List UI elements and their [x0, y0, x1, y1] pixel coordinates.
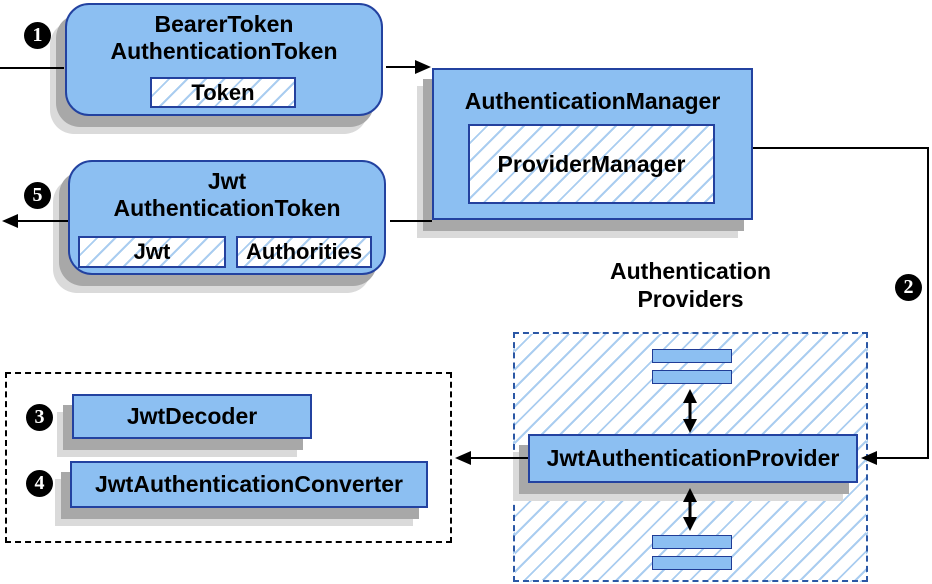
jwt-authentication-provider-label: JwtAuthenticationProvider	[546, 445, 840, 471]
authentication-providers-label: Authentication Providers	[513, 257, 868, 313]
step-badge-4-number: 4	[34, 472, 45, 494]
jwt-token-title: Jwt AuthenticationToken	[70, 168, 384, 222]
jwt-token-title-line2: AuthenticationToken	[113, 195, 341, 221]
bearer-token-title-line2: AuthenticationToken	[110, 38, 338, 64]
step-badge-5: 5	[24, 182, 51, 209]
node-jwt-authentication-provider: JwtAuthenticationProvider	[528, 434, 858, 483]
bearer-token-title-line1: BearerToken	[154, 11, 294, 37]
step-badge-2: 2	[895, 274, 922, 301]
field-token: Token	[150, 77, 296, 108]
field-authorities-label: Authorities	[245, 239, 363, 264]
step-badge-5-number: 5	[32, 184, 43, 206]
provider-manager-label: ProviderManager	[497, 150, 686, 177]
bearer-token-title: BearerToken AuthenticationToken	[67, 11, 381, 65]
step-badge-4: 4	[26, 470, 53, 497]
provider-bar-bottom-2	[652, 556, 732, 570]
arrowhead-to-manager-icon	[415, 60, 431, 74]
node-jwt-decoder: JwtDecoder	[72, 394, 312, 439]
node-bearer-token-authentication-token: BearerToken AuthenticationToken Token	[65, 3, 383, 116]
step-badge-3: 3	[26, 404, 53, 431]
arrowhead-to-converter-group-icon	[455, 451, 471, 465]
step-badge-2-number: 2	[903, 276, 914, 298]
jwt-token-title-line1: Jwt	[207, 168, 247, 194]
provider-bar-top-1	[652, 349, 732, 363]
providers-label-line2: Providers	[637, 286, 744, 312]
provider-bar-bottom-1	[652, 535, 732, 549]
jwt-authentication-converter-label: JwtAuthenticationConverter	[95, 471, 403, 497]
field-token-label: Token	[191, 79, 255, 105]
node-jwt-authentication-token: Jwt AuthenticationToken Jwt Authorities	[68, 160, 386, 275]
field-jwt: Jwt	[78, 236, 226, 268]
node-jwt-authentication-converter: JwtAuthenticationConverter	[70, 461, 428, 508]
provider-bar-top-2	[652, 370, 732, 384]
node-authentication-manager: AuthenticationManager ProviderManager	[432, 68, 753, 220]
providers-label-line1: Authentication	[610, 258, 771, 284]
field-jwt-label: Jwt	[133, 239, 171, 264]
jwt-decoder-label: JwtDecoder	[126, 403, 258, 429]
step-badge-3-number: 3	[34, 406, 45, 428]
field-authorities: Authorities	[236, 236, 372, 268]
authentication-manager-title: AuthenticationManager	[464, 88, 721, 114]
arrowhead-out-left-icon	[2, 214, 18, 228]
step-badge-1-number: 1	[32, 24, 43, 46]
field-provider-manager: ProviderManager	[468, 124, 715, 204]
step-badge-1: 1	[24, 22, 51, 49]
